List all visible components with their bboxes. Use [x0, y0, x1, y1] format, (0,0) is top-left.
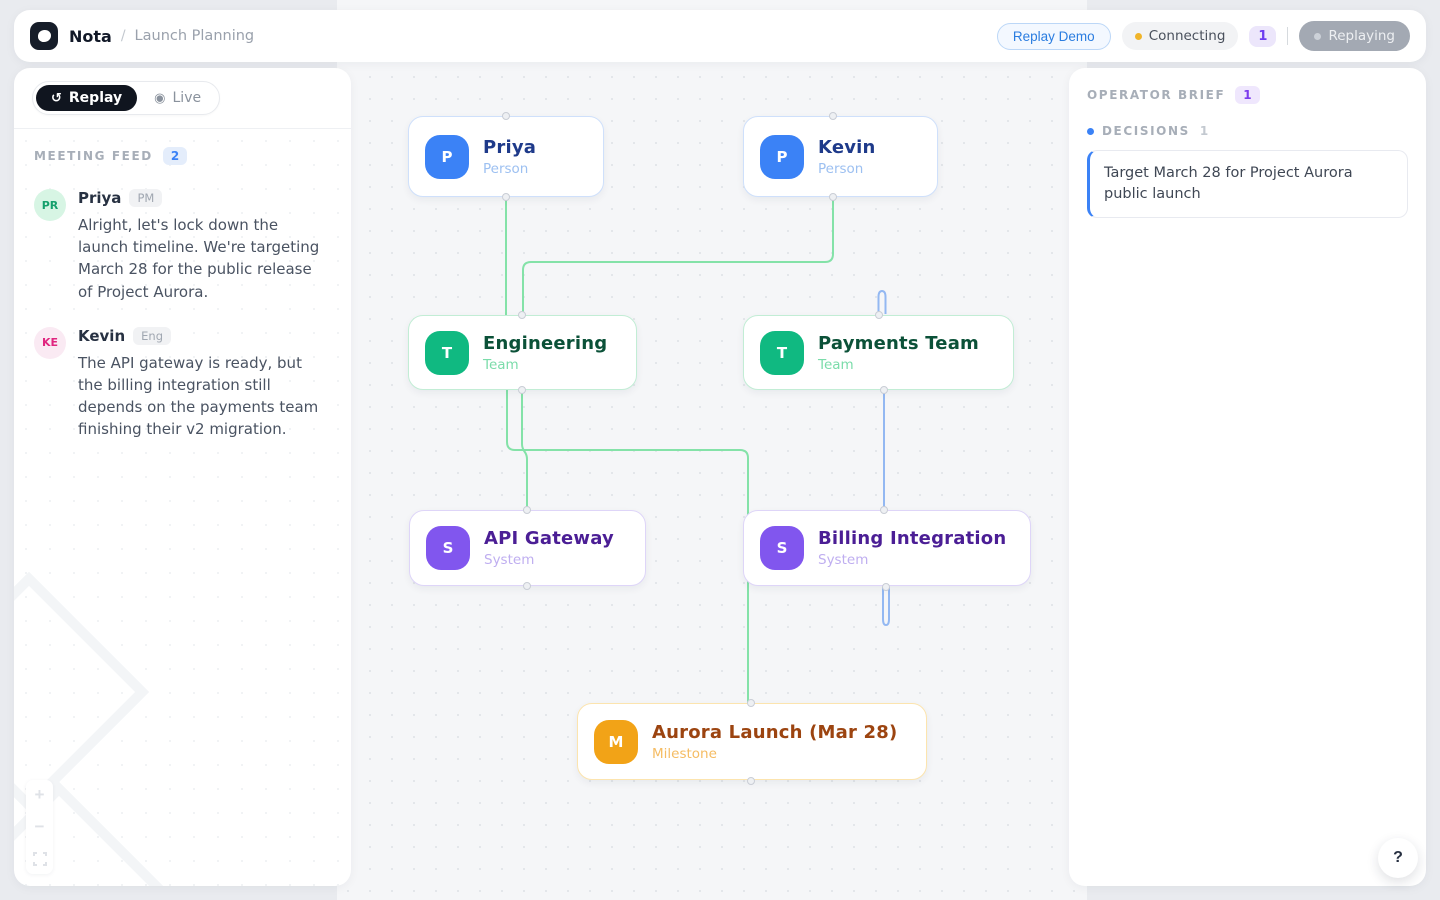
node-payments-team[interactable]: T Payments Team Team	[743, 315, 1014, 390]
message-author: Kevin	[78, 326, 126, 345]
avatar: KE	[34, 326, 66, 359]
node-title: Kevin	[818, 136, 876, 158]
tab-replay-label: Replay	[68, 90, 123, 106]
watermark-shape	[14, 571, 150, 813]
connecting-label: Connecting	[1148, 28, 1226, 44]
avatar: PR	[34, 189, 66, 221]
node-subtitle: System	[818, 552, 869, 568]
node-billing-integration[interactable]: S Billing Integration System	[743, 510, 1031, 586]
replay-live-toggle: ↺ Replay ◉ Live	[32, 81, 221, 115]
replaying-label: Replaying	[1328, 28, 1395, 44]
node-subtitle: Person	[483, 160, 529, 177]
node-priya[interactable]: P Priya Person	[408, 116, 604, 197]
node-aurora-launch-milestone[interactable]: M Aurora Launch (Mar 28) Milestone	[577, 703, 927, 780]
person-icon: P	[760, 134, 804, 179]
connecting-dot-icon	[1134, 32, 1142, 40]
node-title: Aurora Launch (Mar 28)	[652, 721, 898, 743]
node-title: Payments Team	[818, 332, 979, 354]
help-button[interactable]: ?	[1378, 838, 1418, 878]
role-badge: PM	[129, 189, 163, 207]
team-icon: T	[425, 330, 469, 375]
team-icon: T	[760, 330, 804, 375]
system-icon: S	[426, 526, 470, 570]
decisions-count: 1	[1199, 124, 1209, 138]
breadcrumb: Launch Planning	[134, 28, 255, 44]
message-text: The API gateway is ready, but the billin…	[78, 353, 319, 439]
node-api-gateway[interactable]: S API Gateway System	[409, 510, 646, 586]
fit-view-icon	[32, 852, 47, 866]
message-author: Priya	[78, 189, 122, 207]
tab-replay[interactable]: ↺ Replay	[36, 85, 138, 111]
zoom-in-button[interactable]: +	[31, 785, 49, 804]
node-engineering[interactable]: T Engineering Team	[408, 315, 637, 390]
person-icon: P	[425, 134, 469, 179]
replaying-dot-icon	[1314, 32, 1322, 40]
flow-controls: + −	[26, 780, 53, 874]
replay-demo-button[interactable]: Replay Demo	[996, 22, 1111, 50]
replay-icon: ↺	[51, 90, 62, 106]
tab-live[interactable]: ◉ Live	[139, 85, 216, 111]
event-count-badge: 1	[1249, 25, 1277, 47]
feed-message: PR Priya PM Alright, let's lock down the…	[34, 189, 331, 303]
node-subtitle: Person	[818, 160, 864, 177]
node-subtitle: System	[484, 552, 535, 568]
decision-card: Target March 28 for Project Aurora publi…	[1087, 150, 1408, 219]
node-title: Billing Integration	[818, 528, 1007, 549]
node-title: API Gateway	[484, 528, 614, 549]
tab-live-label: Live	[172, 90, 202, 106]
node-title: Engineering	[483, 332, 608, 354]
sidebar-header: ↺ Replay ◉ Live	[14, 68, 351, 129]
node-title: Priya	[483, 136, 537, 158]
feed-title: MEETING FEED	[34, 149, 153, 163]
decisions-label: DECISIONS	[1102, 124, 1190, 138]
role-badge: Eng	[133, 326, 171, 345]
operator-brief-title: OPERATOR BRIEF	[1087, 88, 1226, 102]
brief-count-badge: 1	[1235, 86, 1260, 104]
message-text: Alright, let's lock down the launch time…	[78, 216, 320, 301]
fit-view-button[interactable]	[31, 850, 49, 868]
feed-message: KE Kevin Eng The API gateway is ready, b…	[34, 326, 331, 441]
breadcrumb-separator: /	[120, 28, 126, 44]
node-subtitle: Team	[483, 356, 519, 373]
feed-count-badge: 2	[162, 147, 188, 165]
node-kevin[interactable]: P Kevin Person	[743, 116, 938, 197]
replaying-status: Replaying	[1299, 21, 1410, 51]
live-icon: ◉	[154, 90, 166, 106]
node-subtitle: Team	[818, 356, 854, 373]
divider	[1287, 27, 1289, 45]
brand-name: Nota	[69, 26, 112, 46]
meeting-feed: MEETING FEED 2 PR Priya PM Alright, let'…	[14, 129, 351, 886]
zoom-out-button[interactable]: −	[31, 817, 49, 836]
node-subtitle: Milestone	[652, 745, 717, 762]
connecting-status: Connecting	[1121, 22, 1239, 50]
operator-brief-panel: OPERATOR BRIEF 1 DECISIONS 1 Target Marc…	[1069, 68, 1426, 886]
top-bar: Nota / Launch Planning Replay Demo Conne…	[14, 10, 1426, 62]
meeting-feed-sidebar: ↺ Replay ◉ Live MEETING FEED 2 PR Priya …	[14, 68, 351, 886]
nota-logo-icon	[30, 22, 58, 50]
decisions-dot-icon	[1087, 127, 1094, 135]
system-icon: S	[760, 526, 804, 570]
milestone-icon: M	[594, 719, 638, 764]
